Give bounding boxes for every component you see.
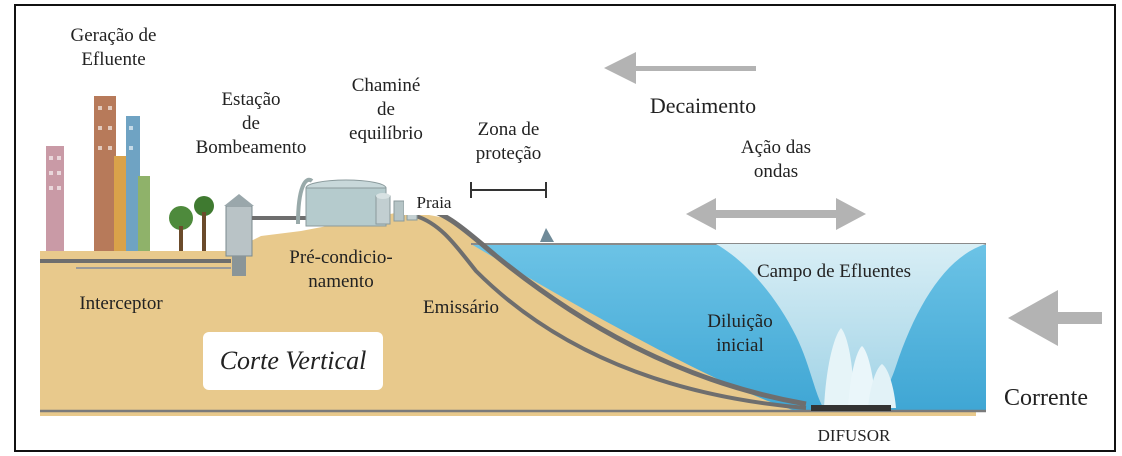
label-wave-action: Ação das ondas (740, 137, 812, 182)
label-diffuser: DIFUSOR (817, 426, 891, 445)
label-current: Corrente (1004, 385, 1088, 411)
label-pumping-station: Estação de Bombeamento (195, 89, 307, 158)
surge-chimney (375, 193, 418, 225)
label-protection-zone: Zona de proteção (475, 119, 542, 164)
effluent-field (716, 244, 986, 411)
plume-rise-2 (848, 346, 876, 408)
label-initial-dilution: Diluição inicial (707, 311, 773, 356)
current-arrow (1008, 290, 1102, 346)
plume-rise-1 (824, 328, 854, 408)
label-effluent-field: Campo de Efluentes (756, 261, 912, 282)
decay-arrow (604, 52, 756, 84)
city-buildings (46, 96, 150, 251)
plume-rise-3 (868, 364, 896, 408)
diffuser (811, 405, 891, 411)
label-beach: Praia (404, 191, 464, 215)
pumping-station (224, 194, 254, 276)
zone-marker (540, 228, 554, 242)
label-vertical-section: Corte Vertical (203, 332, 383, 390)
label-effluent-generation: Geração de Efluente (70, 25, 157, 70)
protection-zone-bracket (470, 182, 547, 198)
label-preconditioning: Pré-condicio- namento (289, 247, 393, 292)
label-surge-chimney: Chaminé de equilíbrio (349, 75, 423, 144)
label-outfall: Emissário (423, 297, 499, 318)
outfall-pipe-upper (415, 203, 807, 407)
preconditioning-tank (296, 177, 387, 227)
outfall-pipe-lower (415, 214, 807, 410)
wave-action-arrow (686, 198, 866, 230)
label-interceptor: Interceptor (79, 293, 163, 314)
cross-section-scene (40, 52, 1102, 416)
label-decay: Decaimento (649, 93, 757, 118)
diagram-frame: Geração de Efluente Estação de Bombeamen… (14, 4, 1116, 452)
trees (169, 196, 214, 251)
